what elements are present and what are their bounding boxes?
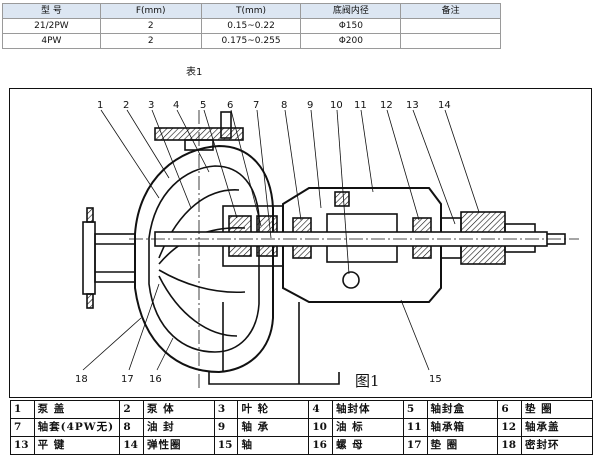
callout-11: 11	[354, 100, 367, 111]
legend-part-number: 16	[308, 436, 333, 455]
legend-part-name: 垫 圈	[521, 400, 593, 419]
spec-cell: 0.15~0.22	[200, 18, 302, 34]
legend-part-number: 8	[119, 418, 144, 437]
legend-part-name: 垫 圈	[426, 436, 499, 455]
table-caption: 表1	[186, 67, 203, 78]
legend-part-number: 17	[402, 436, 428, 455]
spec-cell: 4PW	[2, 33, 101, 49]
callout-16: 16	[149, 374, 162, 385]
legend-part-number: 3	[213, 400, 239, 419]
callout-13: 13	[406, 100, 419, 111]
legend-part-number: 7	[10, 418, 35, 437]
legend-part-number: 9	[213, 418, 239, 437]
spec-header-cell: 底阀内径	[300, 3, 402, 19]
legend-part-name: 弹性圈	[142, 436, 215, 455]
spec-cell	[400, 18, 501, 34]
callout-12: 12	[380, 100, 393, 111]
legend-part-name: 油 封	[142, 418, 215, 437]
spec-header-row: 型 号 F(mm) T(mm) 底阀内径 备注	[2, 3, 501, 19]
callout-8: 8	[281, 100, 287, 111]
spec-cell: 21/2PW	[2, 18, 101, 34]
spec-header-cell: F(mm)	[99, 3, 202, 19]
callout-5: 5	[200, 100, 206, 111]
legend-part-name: 轴承盖	[521, 418, 593, 437]
legend-part-name: 轴承箱	[426, 418, 499, 437]
legend-part-number: 11	[402, 418, 428, 437]
callouts-top: 1 2 3 4 5 6 7 8 9 10 11 12 13 14	[97, 100, 451, 111]
spec-cell	[400, 33, 501, 49]
callout-1: 1	[97, 100, 103, 111]
legend-part-name: 轴	[237, 436, 310, 455]
callout-7: 7	[253, 100, 259, 111]
legend-part-number: 6	[497, 400, 523, 419]
callout-4: 4	[173, 100, 179, 111]
legend-part-name: 螺 母	[332, 436, 404, 455]
legend-part-number: 13	[10, 436, 35, 455]
spec-cell: 2	[99, 33, 202, 49]
spec-cell: 0.175~0.255	[200, 33, 302, 49]
legend-part-name: 轴封体	[332, 400, 404, 419]
legend-part-name: 轴封盒	[426, 400, 499, 419]
pump-outline	[82, 111, 566, 385]
legend-part-name: 轴 承	[237, 418, 310, 437]
legend-part-number: 10	[308, 418, 333, 437]
legend-part-name: 叶 轮	[237, 400, 310, 419]
spec-cell: Φ150	[300, 18, 402, 34]
spec-cell: 2	[99, 18, 202, 34]
spec-cell: Φ200	[300, 33, 402, 49]
callout-14: 14	[438, 100, 451, 111]
legend-part-number: 14	[119, 436, 144, 455]
callout-6: 6	[227, 100, 233, 111]
callout-2: 2	[123, 100, 129, 111]
spec-header-cell: 备注	[400, 3, 501, 19]
legend-part-number: 5	[402, 400, 428, 419]
legend-part-number: 4	[308, 400, 333, 419]
legend-part-number: 18	[497, 436, 523, 455]
callouts-bottom: 18 17 16 15	[75, 374, 442, 385]
legend-part-number: 1	[10, 400, 35, 419]
legend-part-number: 15	[213, 436, 239, 455]
pump-cross-section-drawing: 1 2 3 4 5 6 7 8 9 10 11 12 13 14 18 17 1…	[9, 88, 592, 398]
legend-part-name: 泵 盖	[33, 400, 121, 419]
drawing-frame	[9, 88, 592, 398]
callout-leaders	[82, 109, 480, 371]
callout-10: 10	[330, 100, 343, 111]
callout-3: 3	[148, 100, 154, 111]
spec-header-cell: 型 号	[2, 3, 101, 19]
spec-header-cell: T(mm)	[200, 3, 302, 19]
spec-row: 4PW 2 0.175~0.255 Φ200	[2, 33, 501, 49]
callout-18: 18	[75, 374, 88, 385]
legend-part-name: 轴套(4PW无)	[33, 418, 121, 437]
legend-part-name: 油 标	[332, 418, 404, 437]
legend-part-number: 12	[497, 418, 523, 437]
legend-part-name: 密封环	[521, 436, 593, 455]
legend-part-number: 2	[119, 400, 144, 419]
legend-part-name: 平 键	[33, 436, 121, 455]
spec-table: 型 号 F(mm) T(mm) 底阀内径 备注 21/2PW 2 0.15~0.…	[2, 3, 501, 49]
figure-caption: 图1	[355, 372, 380, 390]
spec-row: 21/2PW 2 0.15~0.22 Φ150	[2, 18, 501, 34]
callout-9: 9	[307, 100, 313, 111]
callout-15: 15	[429, 374, 442, 385]
callout-17: 17	[121, 374, 134, 385]
legend-part-name: 泵 体	[142, 400, 215, 419]
